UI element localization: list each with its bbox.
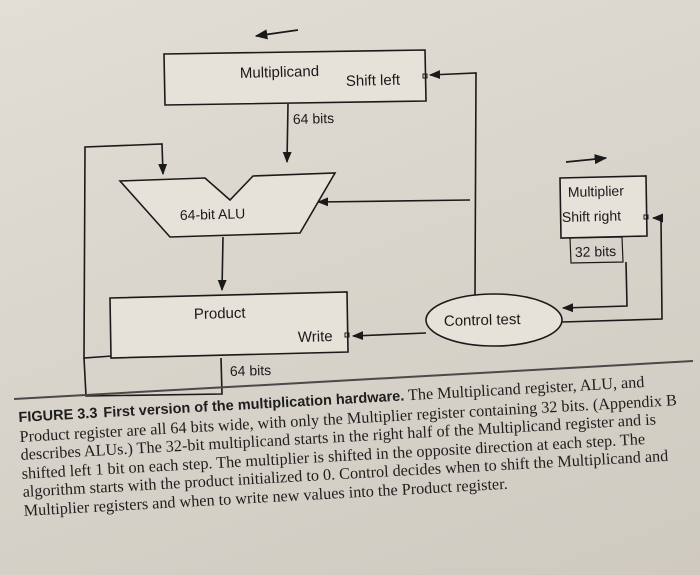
product-register: Product Write [109,291,350,359]
alu-64-bit: 64-bit ALU [118,172,337,238]
product-label: Product [194,305,247,323]
multiplier-to-control-arrow [561,261,628,313]
multiplicand-label: Multiplicand [240,63,320,82]
multiplier-shift-right-label: Shift right [562,207,622,225]
alu-label: 64-bit ALU [180,205,246,223]
product-write-label: Write [298,328,333,346]
control-test-unit: Control test [425,293,563,347]
multiplier-register: Multiplier Shift right [559,175,649,239]
multiplicand-shift-left-label: Shift left [346,72,401,90]
product-feedback-to-alu-arrow [83,143,168,359]
alu-to-product-arrow [217,236,227,292]
multiplier-width-label: 32 bits [575,243,617,260]
multiplier-control-port [643,214,649,220]
multiplicand-register: Multiplicand Shift left [163,49,428,106]
shift-right-direction-arrow [565,154,608,165]
product-output-bus [83,357,223,397]
multiplier-label: Multiplier [568,183,625,200]
multiplicand-control-port [422,73,428,79]
control-test-label: Control test [444,311,522,330]
product-control-port [344,332,350,338]
control-to-alu-arrow [316,197,471,207]
multiplier-width-box [569,236,624,264]
shift-left-direction-arrow [254,29,299,40]
control-to-multiplicand-arrow [428,70,477,296]
control-to-multiplier-arrow [561,213,664,323]
multiplicand-width-label: 64 bits [293,110,335,127]
multiplicand-to-alu-arrow [282,103,292,164]
control-to-product-write-arrow [351,331,427,341]
product-width-label: 64 bits [230,362,272,379]
